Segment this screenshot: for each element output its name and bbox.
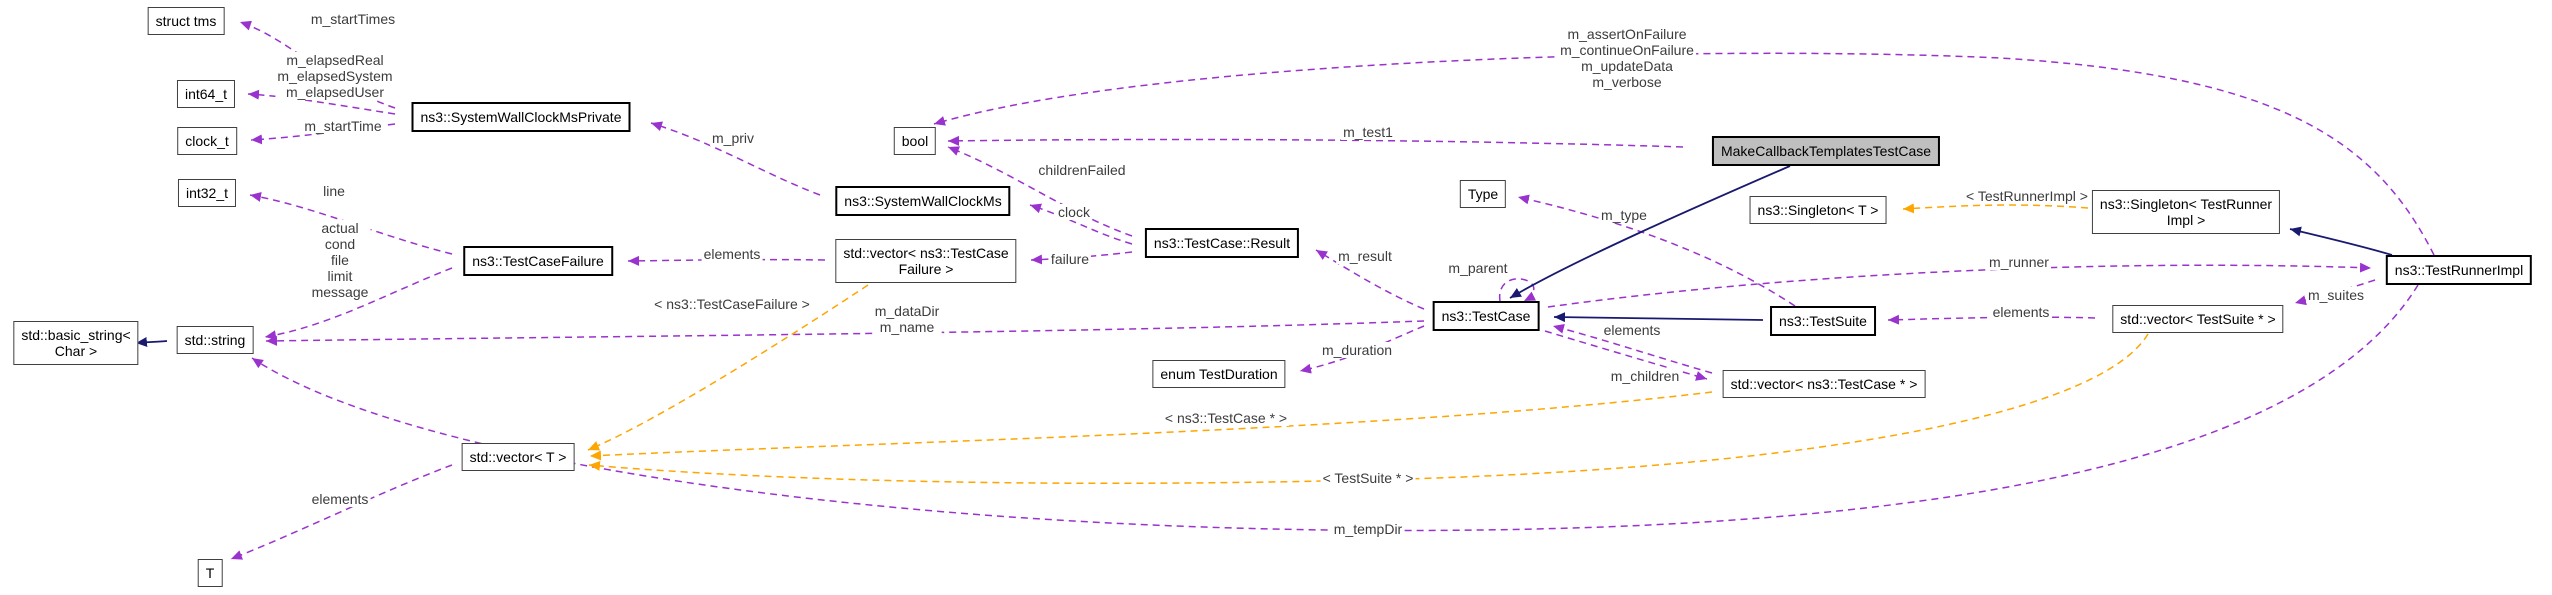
node-std-vector-testsuite-ptr: std::vector< TestSuite * >: [2112, 305, 2284, 333]
node-ns3-testcasefailure[interactable]: ns3::TestCaseFailure: [463, 246, 613, 276]
edge-runner-flag-members: [933, 52, 2435, 256]
edge-template-testcase-ptr: [589, 391, 1713, 461]
edge-label-m-suites: m_suites: [2305, 287, 2367, 303]
edge-m-runner: [1547, 262, 2372, 308]
edge-label-m-dataDir-m-name: m_dataDir m_name: [872, 303, 942, 335]
edge-label-template-testcase-ptr: < ns3::TestCase * >: [1162, 410, 1290, 426]
node-clock-t: clock_t: [177, 127, 237, 155]
edge-inherit-testrunnerimpl-singleton: [2289, 226, 2393, 256]
edge-childrenFailed: [947, 146, 1133, 237]
node-std-vector-testcasefailure: std::vector< ns3::TestCase Failure >: [835, 239, 1017, 283]
edge-label-runner-flag-members: m_assertOnFailure m_continueOnFailure m_…: [1558, 26, 1696, 90]
edge-label-m-result: m_result: [1336, 248, 1394, 264]
edge-label-template-testsuite-ptr: < TestSuite * >: [1320, 470, 1416, 486]
edge-label-m-duration: m_duration: [1319, 342, 1395, 358]
node-enum-testduration: enum TestDuration: [1152, 360, 1286, 388]
edge-elements-testcase: [1552, 323, 1713, 374]
node-int32-t: int32_t: [177, 179, 237, 207]
edge-clock: [1029, 203, 1133, 245]
edge-m-children: [1544, 330, 1708, 381]
edge-template-testcasefailure: [587, 284, 869, 451]
node-bool: bool: [893, 127, 937, 155]
node-ns3-systemwallclockmsprivate[interactable]: ns3::SystemWallClockMsPrivate: [411, 102, 631, 132]
node-int64-t: int64_t: [176, 80, 236, 108]
edge-testcasefailure-members: [264, 267, 453, 341]
edge-m-priv: [650, 121, 821, 196]
edge-label-m-startTime: m_startTime: [302, 118, 384, 134]
edge-label-elements-testsuite: elements: [1990, 304, 2052, 320]
node-makecallbacktemplatestestcase: MakeCallbackTemplatesTestCase: [1711, 136, 1941, 166]
node-std-string: std::string: [176, 326, 254, 354]
edge-elements-t: [230, 464, 453, 560]
edge-inherit-makecallback-testcase: [1509, 165, 1791, 299]
edge-label-m-test1: m_test1: [1341, 124, 1395, 140]
edge-label-m-tempDir: m_tempDir: [1331, 521, 1405, 537]
edge-inherit-string-basicstring: [135, 337, 168, 347]
edge-label-m-parent: m_parent: [1446, 260, 1510, 276]
node-ns3-singleton-t[interactable]: ns3::Singleton< T >: [1749, 196, 1887, 224]
edge-label-template-testrunnerimpl: < TestRunnerImpl >: [1964, 188, 2090, 204]
node-std-basic-string: std::basic_string< Char >: [13, 321, 139, 365]
node-ns3-singleton-testrunnerimpl[interactable]: ns3::Singleton< TestRunner Impl >: [2091, 190, 2281, 234]
edge-m-type: [1517, 194, 1796, 307]
edge-m-dataDir-m-name: [265, 320, 1425, 346]
edge-m-startTimes: [239, 20, 396, 109]
edge-label-clock: clock: [1056, 204, 1092, 220]
node-ns3-systemwallclockms[interactable]: ns3::SystemWallClockMs: [835, 186, 1011, 216]
edge-label-m-startTimes: m_startTimes: [308, 11, 398, 27]
edge-label-elements-testcase: elements: [1601, 322, 1663, 338]
edge-m-elapsed-members: [247, 89, 396, 115]
edge-label-childrenFailed: childrenFailed: [1036, 162, 1128, 178]
edge-label-m-priv: m_priv: [709, 130, 757, 146]
edge-label-elements-t: elements: [309, 491, 371, 507]
edge-label-m-children: m_children: [1608, 368, 1682, 384]
node-ns3-testsuite[interactable]: ns3::TestSuite: [1770, 306, 1876, 336]
edge-label-m-elapsed-members: m_elapsedReal m_elapsedSystem m_elapsedU…: [275, 52, 395, 100]
edge-template-testrunnerimpl: [1902, 203, 2089, 214]
node-std-vector-t: std::vector< T >: [461, 443, 575, 471]
edge-m-result: [1315, 249, 1425, 310]
edge-elements-testcasefailure: [627, 255, 826, 266]
node-t: T: [197, 559, 223, 587]
node-struct-tms: struct tms: [147, 7, 225, 35]
edge-label-m-type: m_type: [1599, 207, 1649, 223]
edge-m-parent-self: [1499, 278, 1537, 302]
edge-label-line: line: [321, 183, 347, 199]
edge-inherit-testsuite-testcase: [1553, 312, 1764, 323]
edge-m-tempDir: [251, 284, 2419, 532]
edge-m-test1: [947, 135, 1684, 148]
edge-label-testcasefailure-members: actual cond file limit message: [309, 220, 371, 300]
node-ns3-testrunnerimpl[interactable]: ns3::TestRunnerImpl: [2385, 255, 2533, 285]
node-std-vector-testcase-ptr: std::vector< ns3::TestCase * >: [1722, 370, 1926, 398]
edge-label-failure: failure: [1048, 251, 1092, 267]
node-ns3-testcase[interactable]: ns3::TestCase: [1432, 301, 1540, 331]
node-ns3-testcase-result[interactable]: ns3::TestCase::Result: [1144, 228, 1300, 258]
node-type: Type: [1459, 180, 1507, 208]
edge-label-template-testcasefailure: < ns3::TestCaseFailure >: [652, 296, 812, 312]
edge-label-m-runner: m_runner: [1987, 254, 2051, 270]
edge-label-elements-testcasefailure: elements: [701, 246, 763, 262]
